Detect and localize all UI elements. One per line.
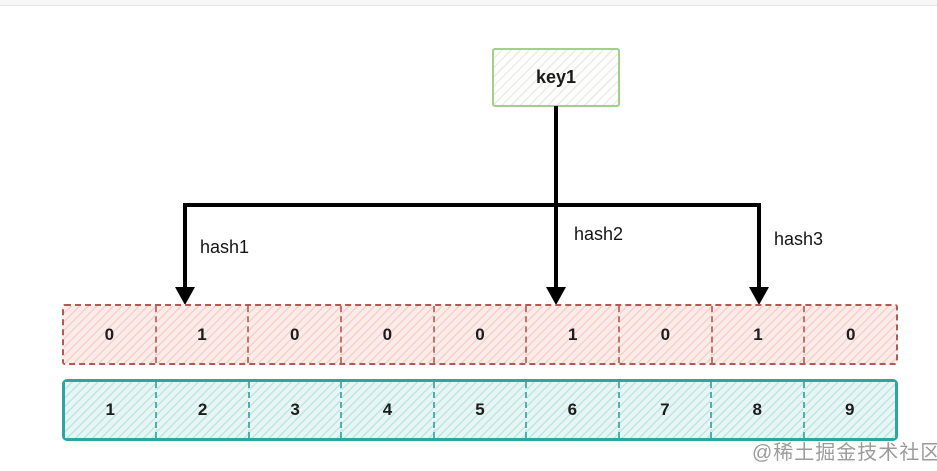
index-array-cell: 3 [249, 382, 343, 438]
key-box-label: key1 [535, 67, 577, 87]
key-box: key1 [492, 48, 620, 107]
hash3-arrow-line [757, 203, 761, 290]
top-border-strip [0, 0, 937, 6]
index-array-cell: 9 [804, 382, 895, 438]
bit-array-cell: 1 [712, 306, 806, 363]
bit-array-cell: 0 [805, 306, 897, 363]
index-array-cell: 5 [434, 382, 528, 438]
index-array-cell: 7 [619, 382, 713, 438]
branch-horizontal-line [183, 203, 761, 207]
bit-array-cell: 1 [527, 306, 621, 363]
hash3-arrowhead-icon [749, 287, 769, 305]
bit-array-cell: 0 [249, 306, 343, 363]
index-array-cell: 6 [527, 382, 620, 438]
index-array-cell: 2 [157, 382, 250, 438]
index-array-cell: 1 [65, 382, 158, 438]
bit-array-cell: 0 [64, 306, 157, 363]
hash3-label: hash3 [774, 229, 824, 249]
hash1-arrow-line [183, 203, 187, 290]
index-array-cell: 8 [712, 382, 805, 438]
hash1-label: hash1 [200, 237, 250, 257]
bit-array-cell: 0 [434, 306, 528, 363]
hash1-arrowhead-icon [175, 287, 195, 305]
bit-array-cell: 0 [620, 306, 713, 363]
bit-array-cell: 1 [156, 306, 250, 363]
index-array-cell: 4 [342, 382, 435, 438]
key-to-hash2-line [554, 106, 558, 290]
hash2-arrowhead-icon [546, 287, 566, 305]
watermark: @稀土掘金技术社区 [752, 442, 937, 464]
hash2-label: hash2 [574, 224, 624, 244]
bit-array-cell: 0 [342, 306, 435, 363]
